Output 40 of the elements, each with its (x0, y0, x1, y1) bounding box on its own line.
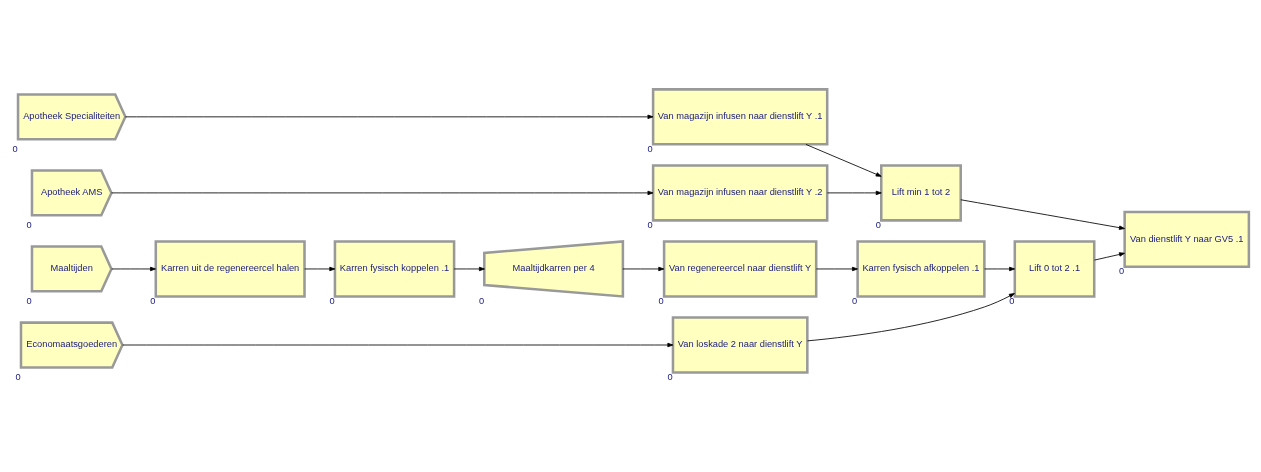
arrow (111, 190, 654, 196)
node-label: 0 (26, 295, 32, 306)
node-label: 0 (1009, 295, 1015, 306)
node-box: Karren fysisch koppelen .1 (333, 240, 456, 298)
node-label: 0 (667, 371, 673, 382)
node-box: Karren uit de regenereercel halen (154, 240, 306, 298)
node-label: 0 (150, 295, 156, 306)
node-label: 0 (647, 219, 653, 230)
node-label: 0 (852, 295, 858, 306)
node-box: Lift min 1 tot 2 (880, 164, 962, 222)
node-label: 0 (1119, 266, 1125, 277)
arrow (827, 190, 882, 196)
arrow (1094, 252, 1125, 261)
node-label: 0 (26, 219, 32, 230)
node-box: Lift 0 tot 2 .1 (1013, 240, 1096, 298)
node-box: Van regenereercel naar dienstlift Y (662, 240, 818, 298)
arrow (816, 266, 858, 272)
node-label: 0 (875, 219, 881, 230)
arrow (122, 342, 674, 348)
arrow (622, 266, 665, 272)
node-box: Maaltijdkarren per 4 (483, 240, 625, 298)
node-box: Van dienstlift Y naar GV5 .1 (1123, 210, 1251, 269)
node-label: 0 (658, 295, 664, 306)
arrow (807, 293, 1015, 342)
node-box: Karren fysisch afkoppelen .1 (856, 240, 986, 298)
node-label: 0 (647, 143, 653, 154)
node-box: Van loskade 2 naar dienstlift Y (671, 316, 809, 374)
arrow (960, 199, 1125, 230)
node-label: 0 (12, 143, 18, 154)
arrow (125, 114, 654, 120)
node-label: 0 (329, 295, 335, 306)
arrow (805, 144, 882, 177)
node-box: Van magazijn infusen naar dienstlift Y .2 (651, 164, 829, 222)
node-label: 0 (15, 371, 21, 382)
node-label: 0 (478, 295, 485, 306)
arrow (111, 266, 156, 272)
node-box: Van magazijn infusen naar dienstlift Y .1 (651, 88, 829, 146)
arrow (453, 266, 485, 272)
arrow (304, 266, 336, 272)
arrow (984, 266, 1016, 272)
